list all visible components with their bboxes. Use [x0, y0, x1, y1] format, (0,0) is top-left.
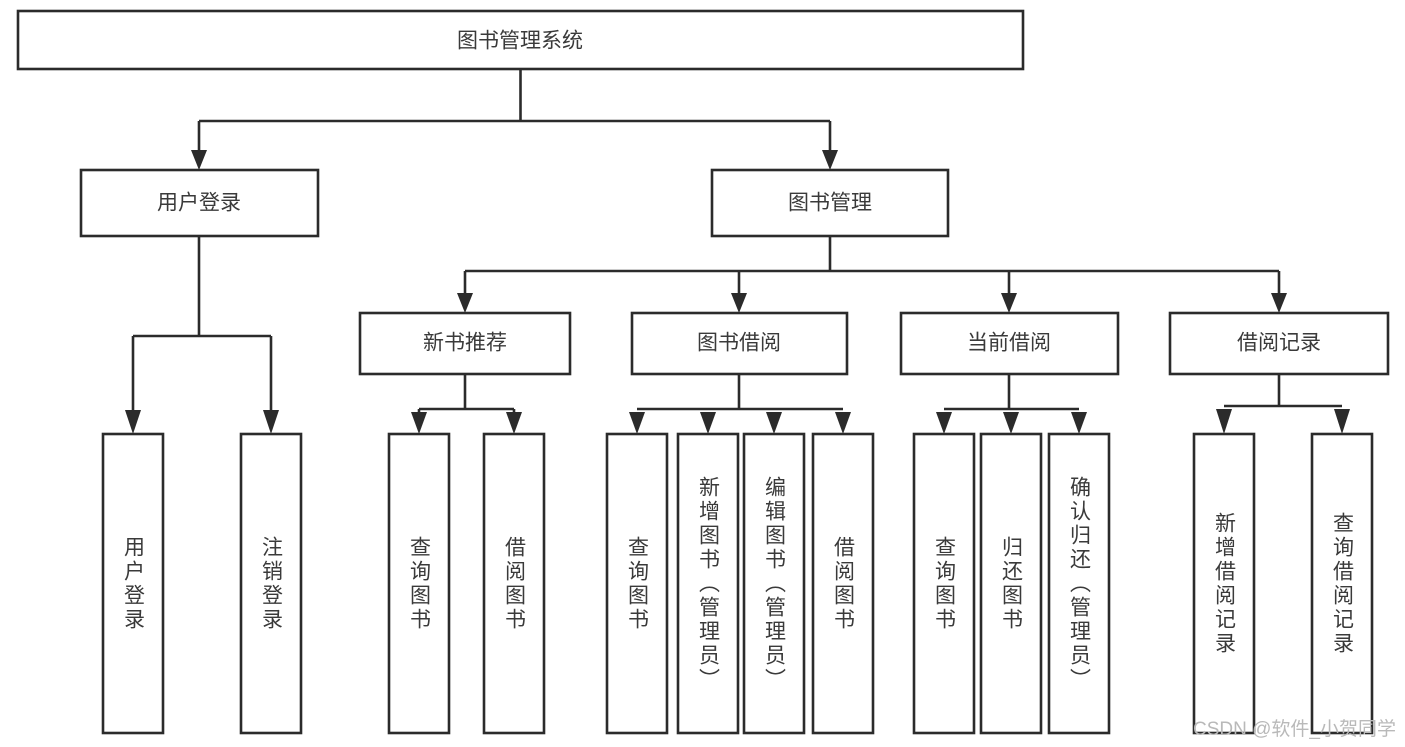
- node-leaf-return-book[interactable]: 归还图书: [979, 432, 1043, 735]
- node-leaf-borrow-book-2-box[interactable]: [811, 432, 875, 735]
- node-current-borrow[interactable]: 当前借阅: [899, 311, 1120, 376]
- node-new-book-recommend-label: 新书推荐: [423, 332, 507, 355]
- node-leaf-add-book-label: 新增图书（管理员）: [697, 476, 721, 692]
- node-leaf-user-login[interactable]: 用户登录: [101, 432, 165, 735]
- node-leaf-query-book-3[interactable]: 查询图书: [912, 432, 976, 735]
- node-leaf-borrow-book-1-label: 借阅图书: [503, 536, 527, 632]
- node-leaf-edit-book-box[interactable]: [742, 432, 806, 735]
- node-leaf-add-record-box[interactable]: [1192, 432, 1256, 735]
- node-current-borrow-box[interactable]: [899, 311, 1120, 376]
- node-leaf-user-login-label: 用户登录: [122, 536, 146, 632]
- node-leaf-confirm-return[interactable]: 确认归还（管理员）: [1047, 432, 1111, 735]
- node-leaf-add-book-box[interactable]: [676, 432, 740, 735]
- arrow-head-leaf-edit-book: [766, 412, 782, 434]
- node-borrow-record-box[interactable]: [1168, 311, 1390, 376]
- arrow-head-leaf-return-book: [1003, 412, 1019, 434]
- node-leaf-edit-book[interactable]: 编辑图书（管理员）: [742, 432, 806, 735]
- connector-layer: [125, 69, 1350, 434]
- node-borrow-record-label: 借阅记录: [1237, 332, 1321, 355]
- node-leaf-query-book-2-label: 查询图书: [626, 536, 650, 632]
- arrow-head-leaf-add-record: [1216, 409, 1232, 434]
- node-leaf-user-login-box[interactable]: [101, 432, 165, 735]
- csdn-watermark: CSDN @软件_小贺同学: [1193, 718, 1396, 740]
- node-leaf-logout-login-label: 注销登录: [260, 536, 284, 632]
- node-leaf-confirm-return-box[interactable]: [1047, 432, 1111, 735]
- node-leaf-query-record[interactable]: 查询借阅记录: [1310, 432, 1374, 735]
- node-leaf-add-record[interactable]: 新增借阅记录: [1192, 432, 1256, 735]
- node-leaf-borrow-book-2[interactable]: 借阅图书: [811, 432, 875, 735]
- node-leaf-query-book-1-label: 查询图书: [408, 536, 432, 632]
- node-new-book-recommend[interactable]: 新书推荐: [358, 311, 572, 376]
- node-book-borrow-label: 图书借阅: [697, 332, 781, 355]
- node-leaf-query-book-3-box[interactable]: [912, 432, 976, 735]
- arrow-head-user-login: [191, 150, 207, 170]
- node-leaf-query-book-1[interactable]: 查询图书: [387, 432, 451, 735]
- node-leaf-return-book-box[interactable]: [979, 432, 1043, 735]
- arrow-head-leaf-query-book-3: [936, 412, 952, 434]
- arrow-head-leaf-query-record: [1334, 409, 1350, 434]
- arrow-head-borrow-record: [1271, 293, 1287, 313]
- node-new-book-recommend-box[interactable]: [358, 311, 572, 376]
- arrow-head-new-book-recommend: [457, 293, 473, 313]
- node-leaf-confirm-return-label: 确认归还（管理员）: [1068, 476, 1092, 692]
- node-book-management-label: 图书管理: [788, 192, 872, 215]
- node-leaf-borrow-book-1[interactable]: 借阅图书: [482, 432, 546, 735]
- arrow-head-leaf-query-book-2: [629, 412, 645, 434]
- node-leaf-return-book-label: 归还图书: [1000, 536, 1024, 632]
- arrow-head-leaf-query-book-1: [411, 412, 427, 434]
- node-leaf-query-record-box[interactable]: [1310, 432, 1374, 735]
- node-leaf-edit-book-label: 编辑图书（管理员）: [763, 476, 787, 692]
- node-leaf-add-book[interactable]: 新增图书（管理员）: [676, 432, 740, 735]
- node-leaf-query-book-1-box[interactable]: [387, 432, 451, 735]
- node-leaf-query-book-3-label: 查询图书: [933, 536, 957, 632]
- arrow-head-leaf-borrow-book-2: [835, 412, 851, 434]
- node-borrow-record[interactable]: 借阅记录: [1168, 311, 1390, 376]
- node-root-box[interactable]: [16, 9, 1025, 71]
- node-current-borrow-label: 当前借阅: [967, 332, 1051, 355]
- arrow-head-leaf-user-login: [125, 410, 141, 434]
- arrow-head-current-borrow: [1001, 293, 1017, 313]
- node-leaf-logout-login-box[interactable]: [239, 432, 303, 735]
- arrow-head-book-borrow: [731, 293, 747, 313]
- arrow-head-leaf-add-book: [700, 412, 716, 434]
- node-root[interactable]: 图书管理系统: [16, 9, 1025, 71]
- node-book-management[interactable]: 图书管理: [710, 168, 950, 238]
- node-leaf-borrow-book-2-label: 借阅图书: [832, 536, 856, 632]
- node-leaf-query-book-2-box[interactable]: [605, 432, 669, 735]
- node-leaf-query-book-2[interactable]: 查询图书: [605, 432, 669, 735]
- node-leaf-borrow-book-1-box[interactable]: [482, 432, 546, 735]
- node-book-management-box[interactable]: [710, 168, 950, 238]
- node-book-borrow[interactable]: 图书借阅: [630, 311, 849, 376]
- node-root-label: 图书管理系统: [457, 30, 583, 53]
- node-user-login[interactable]: 用户登录: [79, 168, 320, 238]
- arrow-head-leaf-logout-login: [263, 410, 279, 434]
- node-leaf-add-record-label: 新增借阅记录: [1213, 512, 1237, 656]
- node-leaf-logout-login[interactable]: 注销登录: [239, 432, 303, 735]
- node-book-borrow-box[interactable]: [630, 311, 849, 376]
- arrow-head-book-management: [822, 150, 838, 170]
- arrow-head-leaf-borrow-book-1: [506, 412, 522, 434]
- node-leaf-query-record-label: 查询借阅记录: [1331, 512, 1355, 656]
- node-user-login-box[interactable]: [79, 168, 320, 238]
- node-user-login-label: 用户登录: [157, 192, 241, 215]
- arrow-head-leaf-confirm-return: [1071, 412, 1087, 434]
